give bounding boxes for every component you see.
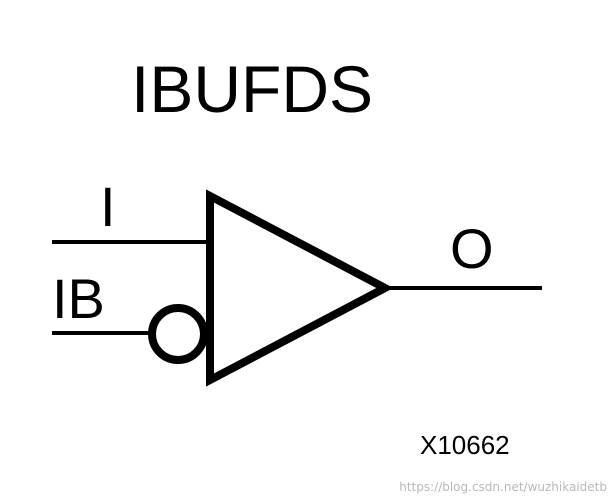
input-i-label: I <box>100 175 116 238</box>
inversion-bubble-icon <box>148 304 208 364</box>
figure-id: X10662 <box>420 430 510 460</box>
diagram-title: IBUFDS <box>131 52 373 126</box>
input-ib-label: IB <box>52 267 105 330</box>
buffer-triangle-icon <box>206 189 394 387</box>
output-o-label: O <box>450 217 494 280</box>
watermark-url: https://blog.csdn.net/wuzhikaidetb <box>399 480 607 494</box>
